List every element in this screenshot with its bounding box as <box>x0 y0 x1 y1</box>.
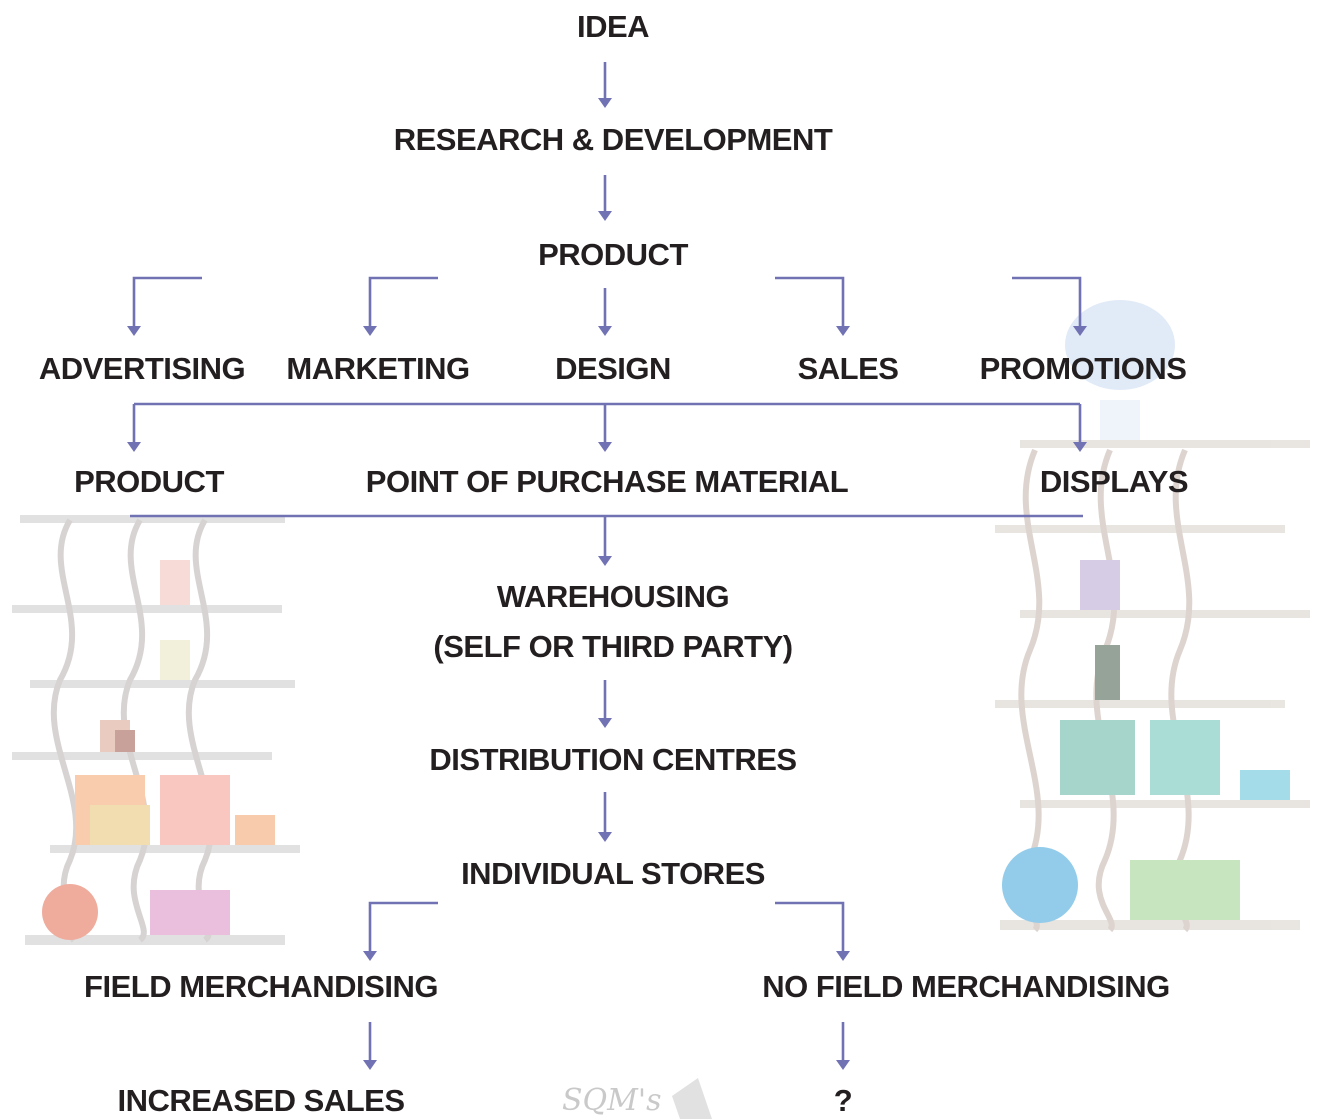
sqm-watermark-logo: SQM's <box>562 1083 662 1118</box>
node-individual-stores: INDIVIDUAL STORES <box>461 856 765 891</box>
node-increased-sales: INCREASED SALES <box>117 1083 405 1118</box>
node-displays: DISPLAYS <box>1039 464 1189 499</box>
node-idea: IDEA <box>576 9 650 44</box>
node-design: DESIGN <box>555 351 671 386</box>
node-product: PRODUCT <box>538 237 688 272</box>
node-sales: SALES <box>797 351 899 386</box>
node-distribution-centres: DISTRIBUTION CENTRES <box>429 742 797 777</box>
node-marketing: MARKETING <box>286 351 470 386</box>
node-warehousing: WAREHOUSING <box>496 579 730 614</box>
node-product-secondary: PRODUCT <box>74 464 224 499</box>
node-field-merchandising: FIELD MERCHANDISING <box>84 969 438 1004</box>
node-point-of-purchase-material: POINT OF PURCHASE MATERIAL <box>365 464 849 499</box>
node-no-field-merchandising: NO FIELD MERCHANDISING <box>762 969 1170 1004</box>
node-unknown-outcome: ? <box>833 1083 853 1118</box>
node-research-development: RESEARCH & DEVELOPMENT <box>393 122 833 157</box>
node-advertising: ADVERTISING <box>38 351 246 386</box>
node-promotions: PROMOTIONS <box>979 351 1187 386</box>
node-warehousing-subtitle: (SELF OR THIRD PARTY) <box>433 629 793 664</box>
